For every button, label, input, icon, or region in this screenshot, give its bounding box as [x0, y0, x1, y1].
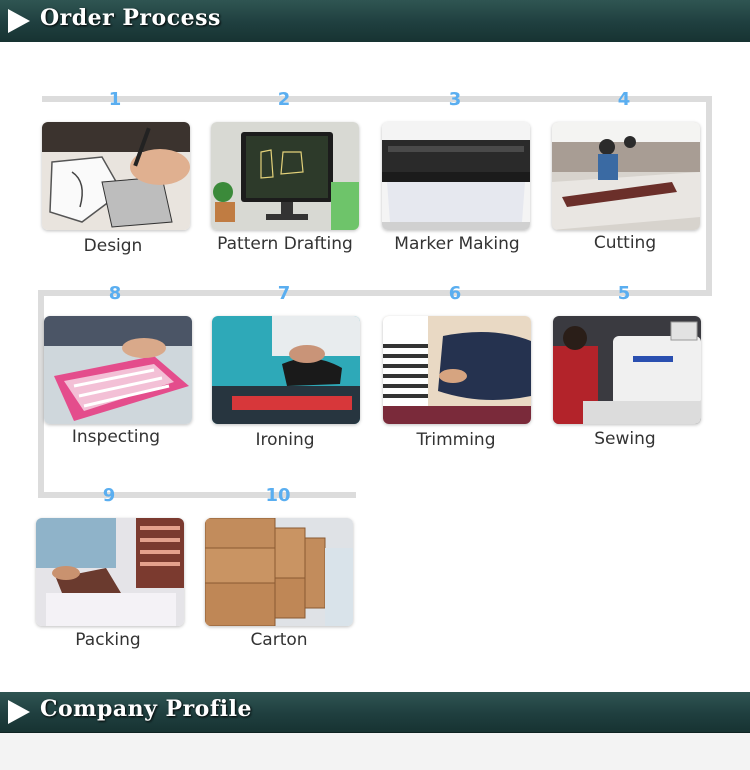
pattern-drafting-photo	[211, 122, 359, 230]
section-title-order-process: Order Process	[40, 5, 221, 31]
step-label-ironing: Ironing	[255, 430, 315, 450]
step-label-trimming: Trimming	[416, 430, 496, 450]
step-label-cutting: Cutting	[593, 233, 657, 253]
step-label-sewing: Sewing	[594, 429, 656, 449]
step-badge-7: 7	[270, 282, 298, 309]
cutting-photo	[552, 122, 700, 230]
step-badge-5: 5	[610, 282, 638, 309]
carton-photo	[205, 518, 353, 626]
play-arrow-icon	[8, 9, 30, 33]
step-badge-9: 9	[95, 484, 123, 511]
step-label-inspecting: Inspecting	[71, 427, 161, 447]
step-badge-8: 8	[101, 282, 129, 309]
process-track-row2	[38, 290, 712, 296]
step-label-packing: Packing	[75, 630, 141, 650]
process-track-right	[706, 96, 712, 296]
ironing-photo	[212, 316, 360, 424]
process-track-left	[38, 290, 44, 498]
design-photo	[42, 122, 190, 230]
step-label-carton: Carton	[250, 630, 308, 650]
packing-photo	[36, 518, 184, 626]
play-arrow-icon	[8, 700, 30, 724]
step-badge-4: 4	[610, 88, 638, 115]
step-badge-2: 2	[270, 88, 298, 115]
step-label-pattern-drafting: Pattern Drafting	[217, 234, 353, 254]
section-title-company-profile: Company Profile	[40, 696, 253, 722]
marker-making-photo	[382, 122, 530, 230]
process-track-row3	[38, 492, 356, 498]
step-badge-6: 6	[441, 282, 469, 309]
step-badge-1: 1	[101, 88, 129, 115]
footer-banner: Company Profile	[0, 692, 750, 732]
step-badge-3: 3	[441, 88, 469, 115]
sewing-photo	[553, 316, 701, 424]
inspecting-photo	[44, 316, 192, 424]
trimming-photo	[383, 316, 531, 424]
step-label-design: Design	[83, 236, 143, 256]
header-banner: Order Process	[0, 0, 750, 42]
step-label-marker-making: Marker Making	[394, 234, 520, 254]
step-badge-10: 10	[263, 484, 293, 511]
process-track-row1	[42, 96, 712, 102]
